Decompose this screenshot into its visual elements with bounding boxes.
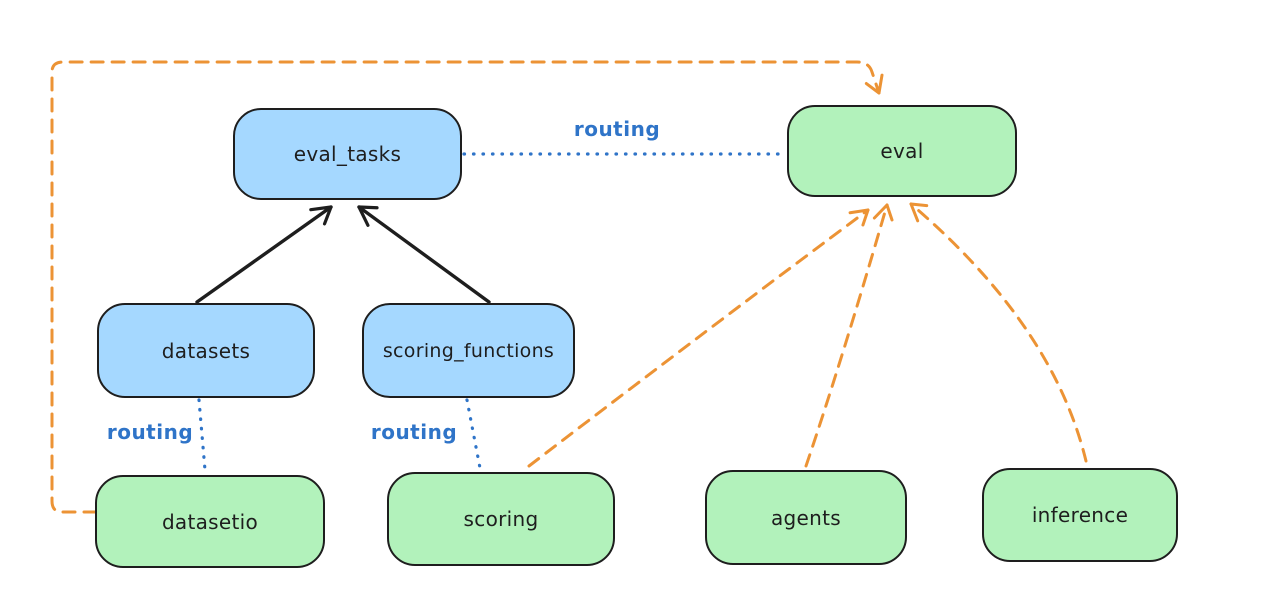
edge-datasetio-to-eval xyxy=(50,60,884,514)
routing-label-scoring-functions-scoring: routing xyxy=(370,420,458,444)
edge-scoring-to-eval xyxy=(527,208,870,468)
node-scoring-functions-label: scoring_functions xyxy=(382,339,555,362)
node-agents-label: agents xyxy=(771,505,841,530)
node-inference: inference xyxy=(982,468,1178,562)
edge-agents-to-eval xyxy=(804,203,894,468)
node-datasetio: datasetio xyxy=(95,475,325,568)
node-datasetio-label: datasetio xyxy=(161,509,259,534)
edge-datasets-to-eval-tasks xyxy=(195,205,333,304)
node-datasets: datasets xyxy=(97,303,315,398)
node-scoring-functions: scoring_functions xyxy=(362,303,575,398)
edge-inference-to-eval xyxy=(909,202,1088,463)
node-scoring: scoring xyxy=(387,472,615,566)
node-inference-label: inference xyxy=(1031,503,1129,527)
node-eval-label: eval xyxy=(880,139,924,163)
node-eval: eval xyxy=(787,105,1017,197)
node-eval-tasks: eval_tasks xyxy=(233,108,462,200)
edge-scoring-functions-to-eval-tasks xyxy=(357,205,491,304)
node-eval-tasks-label: eval_tasks xyxy=(293,142,402,166)
node-agents: agents xyxy=(705,470,907,565)
routing-label-datasets-datasetio: routing xyxy=(106,420,194,444)
routing-label-eval-tasks-eval: routing xyxy=(573,117,661,141)
node-scoring-label: scoring xyxy=(463,507,539,531)
node-datasets-label: datasets xyxy=(161,338,251,363)
